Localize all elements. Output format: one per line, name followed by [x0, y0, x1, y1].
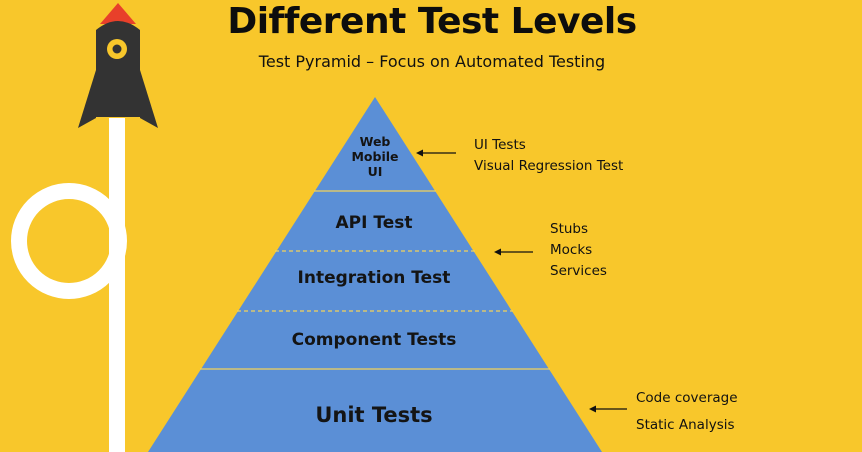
level-ui-label: UI — [367, 164, 383, 179]
slide-title: Different Test Levels — [227, 1, 637, 42]
annotation-unit: Code coverage Static Analysis — [636, 385, 738, 439]
rocket-icon — [78, 3, 158, 128]
annotation-mocks: Mocks — [550, 242, 593, 258]
slide-subtitle: Test Pyramid – Focus on Automated Testin… — [258, 52, 606, 71]
level-integration-test: Integration Test — [297, 268, 451, 288]
annotation-integration: Stubs Mocks Services — [550, 219, 607, 282]
level-web-mobile-ui: Web Mobile UI — [325, 134, 425, 179]
level-mobile-label: Mobile — [351, 149, 399, 164]
annotation-ui-tests: UI Tests — [474, 137, 526, 153]
annotation-ui: UI Tests Visual Regression Test — [474, 135, 623, 177]
level-api-test: API Test — [335, 213, 413, 233]
rocket-trail — [11, 118, 127, 452]
level-component-tests: Component Tests — [291, 330, 457, 350]
pyramid-dividers — [200, 190, 550, 370]
annotation-visual-regression: Visual Regression Test — [474, 158, 624, 174]
pyramid — [148, 97, 602, 452]
annotation-arrows — [416, 149, 627, 413]
annotation-code-coverage: Code coverage — [636, 390, 738, 406]
annotation-static-analysis: Static Analysis — [636, 417, 735, 433]
level-web-label: Web — [359, 134, 391, 149]
annotation-services: Services — [550, 263, 607, 279]
level-unit-tests: Unit Tests — [315, 403, 433, 427]
annotation-stubs: Stubs — [550, 221, 589, 237]
